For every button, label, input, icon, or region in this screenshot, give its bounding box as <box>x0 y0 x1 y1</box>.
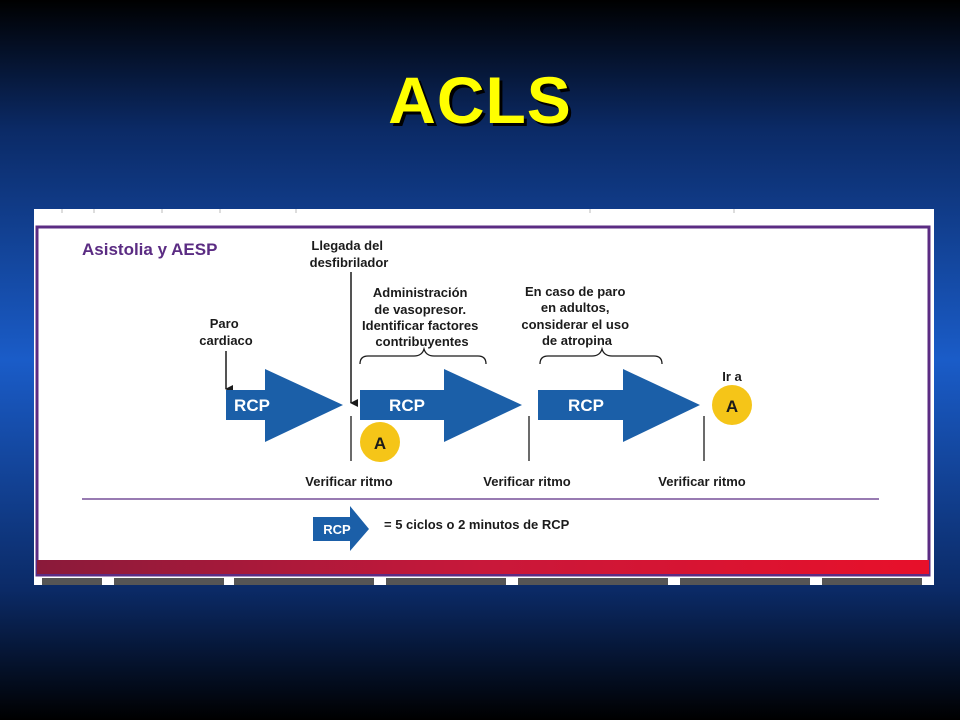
bottom-strip <box>37 560 929 574</box>
rcp-arrow-1: RCP <box>226 369 343 442</box>
goto-label: Ir a <box>722 369 742 384</box>
phase3-note: En caso de paro en adultos, considerar e… <box>521 284 632 348</box>
badge-a-1: A <box>360 422 400 462</box>
diagram-heading: Asistolia y AESP <box>82 240 217 259</box>
phase2-note: Administración de vasopresor. Identifica… <box>362 285 482 349</box>
legend-arrow-label: RCP <box>323 522 351 537</box>
figure-frame <box>35 225 931 577</box>
rcp-arrow-1-label: RCP <box>234 396 270 415</box>
rcp-arrow-2: RCP <box>360 369 522 442</box>
badge-a-goto: A <box>712 385 752 425</box>
algorithm-figure: Asistolia y AESP Paro cardiaco Llegada d… <box>34 209 934 585</box>
rhythm-check-label-1: Verificar ritmo <box>305 474 392 489</box>
onset-label: Paro cardiaco <box>199 316 253 348</box>
rcp-arrow-2-label: RCP <box>389 396 425 415</box>
legend-text: = 5 ciclos o 2 minutos de RCP <box>384 517 570 532</box>
rhythm-check-label-2: Verificar ritmo <box>483 474 570 489</box>
bottom-crop-fragments <box>42 578 922 585</box>
phase3-brace <box>539 346 663 365</box>
rcp-arrow-3-label: RCP <box>568 396 604 415</box>
phase2-brace <box>359 346 487 365</box>
svg-text:A: A <box>374 434 386 453</box>
defib-label: Llegada del desfibrilador <box>310 238 389 270</box>
svg-text:A: A <box>726 397 738 416</box>
rcp-arrow-3: RCP <box>538 369 700 442</box>
top-crop-fragments <box>61 209 735 213</box>
slide-title: ACLS <box>388 63 572 137</box>
rhythm-check-label-3: Verificar ritmo <box>658 474 745 489</box>
legend-arrow: RCP <box>313 506 369 551</box>
